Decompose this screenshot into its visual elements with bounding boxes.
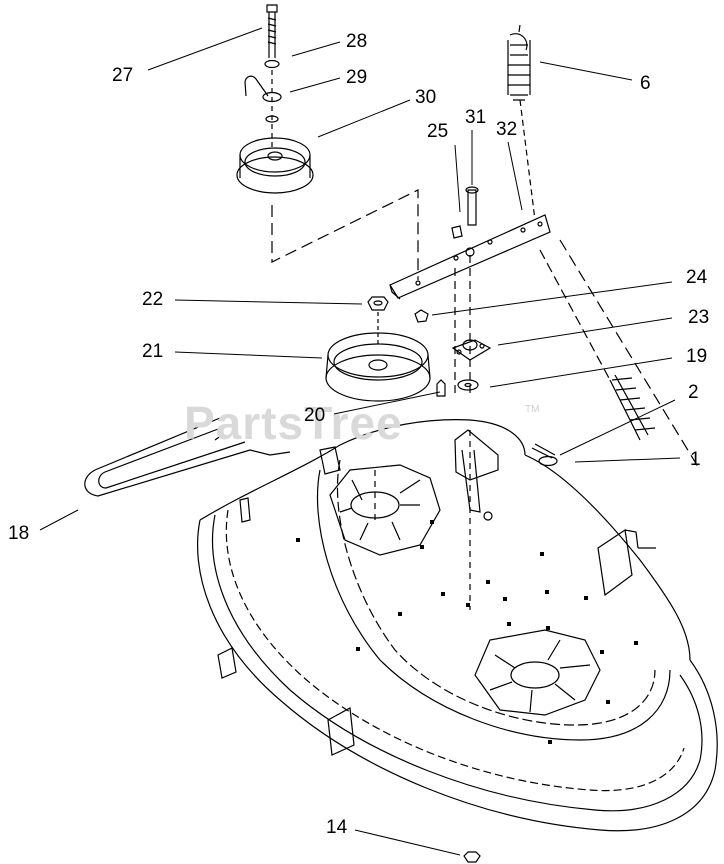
watermark-trademark: TM	[525, 404, 540, 415]
clevis-pin	[531, 443, 558, 467]
screw	[436, 379, 446, 397]
leader-lines	[39, 27, 681, 856]
callout-24: 24	[686, 267, 708, 288]
callout-18: 18	[8, 523, 30, 544]
callout-28: 28	[346, 31, 368, 52]
washer	[457, 379, 479, 391]
idler-pulley-upper	[236, 137, 314, 194]
callout-2: 2	[688, 382, 699, 403]
callout-21: 21	[142, 341, 164, 362]
watermark: PartsTree	[184, 397, 403, 449]
callout-14: 14	[326, 817, 348, 838]
callout-31: 31	[465, 107, 487, 128]
callout-6: 6	[640, 73, 651, 94]
callout-30: 30	[415, 87, 437, 108]
callout-25: 25	[427, 121, 449, 142]
callout-32: 32	[496, 119, 518, 140]
callout-1: 1	[690, 449, 701, 470]
left-spindle	[329, 464, 441, 556]
callout-20: 20	[304, 405, 326, 426]
callout-19: 19	[686, 346, 708, 367]
drive-belt	[84, 417, 291, 497]
hook-bracket	[244, 75, 282, 123]
pivot-bracket	[451, 339, 492, 361]
mower-deck	[197, 419, 718, 832]
right-spindle	[474, 629, 601, 716]
nut-bottom	[463, 851, 481, 863]
bolt	[264, 4, 280, 150]
callout-23: 23	[688, 307, 710, 328]
callout-27: 27	[112, 65, 134, 86]
lock-nut	[414, 309, 429, 323]
nut	[367, 296, 389, 345]
callout-22: 22	[142, 289, 164, 310]
callout-29: 29	[346, 67, 368, 88]
idler-arm-assembly	[389, 24, 701, 471]
